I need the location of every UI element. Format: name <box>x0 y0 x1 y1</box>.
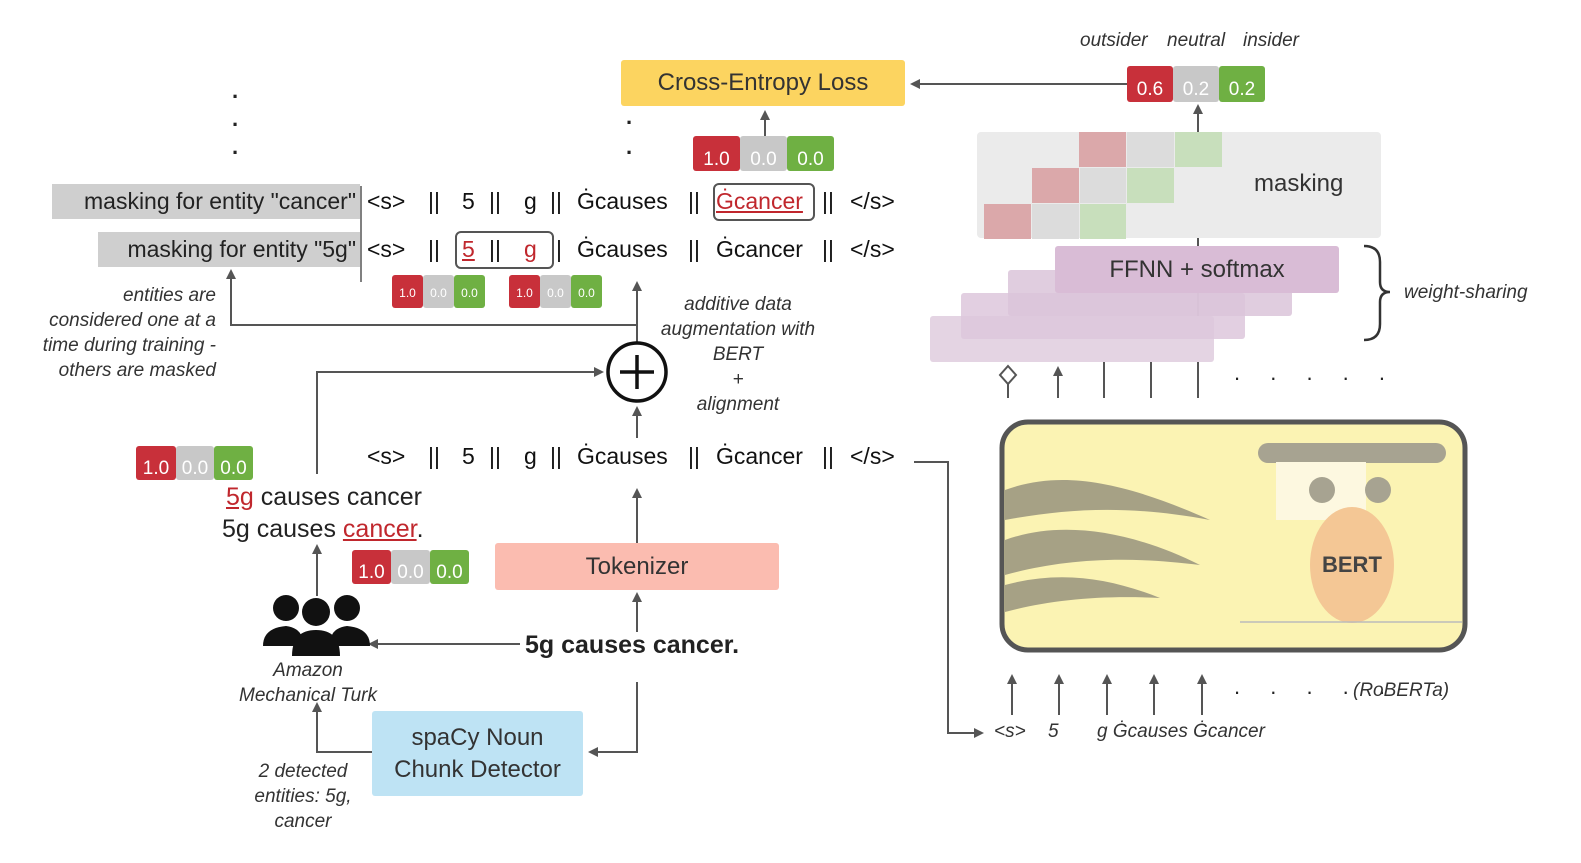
weight-sharing-brace <box>1363 244 1391 342</box>
bert-label: BERT <box>1322 552 1382 577</box>
entities-note: entities are considered one at a time du… <box>42 285 216 381</box>
mask-label-5g: masking for entity "5g" <box>98 232 360 267</box>
annotated-entity-cancer: cancer <box>342 515 417 543</box>
arrow-spacy-to-mturk <box>312 702 372 753</box>
masking-label: masking <box>1254 170 1344 197</box>
annotated-entity-5g: 5g <box>226 483 254 511</box>
pred-scores: 0.6 0.2 0.2 <box>1127 66 1265 102</box>
annot-scores-2: 1.0 0.0 0.0 <box>352 550 469 584</box>
tokenizer-label: Tokenizer <box>585 552 689 580</box>
weight-sharing-label: weight-sharing <box>1404 282 1528 303</box>
small-scores-5: 1.0 0.0 0.0 <box>392 275 485 308</box>
detected-entities-note: 2 detected entities: 5g, cancer <box>254 761 352 832</box>
plus-circle-icon <box>606 341 668 403</box>
diamond-marker <box>998 364 1018 386</box>
highlight-box-5g <box>455 231 554 269</box>
masking-grid <box>984 132 1222 239</box>
annot-scores-1: 1.0 0.0 0.0 <box>136 446 253 480</box>
masked-entity-cancer: Ġcancer <box>716 188 803 214</box>
class-label-neutral: neutral <box>1167 30 1226 51</box>
people-icon <box>263 595 370 656</box>
bert-icon <box>999 419 1468 653</box>
ffnn-softmax-box: FFNN + softmax <box>1055 246 1339 293</box>
cross-entropy-loss-box: Cross-Entropy Loss <box>621 60 905 106</box>
class-label-insider: insider <box>1243 30 1299 51</box>
spacy-label-line1: spaCy Noun <box>411 723 544 751</box>
masked-entity-5: 5 <box>462 236 475 262</box>
annotated-sentence-5g: 5g causes cancer <box>226 483 422 511</box>
arrow-annot-to-plus <box>316 367 604 474</box>
tokenizer-box: Tokenizer <box>495 543 779 590</box>
ellipsis-top: . . . . . <box>1234 360 1398 385</box>
class-label-outsider: outsider <box>1080 30 1148 51</box>
annotated-sentence-cancer: 5g causes cancer. <box>222 515 424 543</box>
ffnn-label: FFNN + softmax <box>1109 255 1285 283</box>
highlight-box-cancer <box>713 183 815 221</box>
input-token-s: <s> <box>994 721 1026 742</box>
input-token-5: 5 <box>1048 721 1059 742</box>
mturk-label: Amazon Mechanical Turk <box>239 660 377 706</box>
small-scores-g: 1.0 0.0 0.0 <box>509 275 602 308</box>
spacy-box: spaCy Noun Chunk Detector <box>372 711 583 796</box>
mask-label-cancer: masking for entity "cancer" <box>52 184 360 219</box>
ellipsis-bottom: . . . . . <box>1234 674 1398 699</box>
target-scores: 1.0 0.0 0.0 <box>693 136 834 171</box>
arrow-tokens-to-bert <box>914 461 984 738</box>
arrow-plus-to-labels <box>226 269 637 326</box>
roberta-label: (RoBERTa) <box>1353 680 1450 701</box>
input-sentence: 5g causes cancer. <box>525 631 740 659</box>
arrow-sentence-to-spacy <box>588 682 638 757</box>
augmentation-note: additive data augmentation with BERT + a… <box>660 294 816 415</box>
input-token-rest: g Ġcauses Ġcancer <box>1097 721 1265 742</box>
spacy-label-line2: Chunk Detector <box>394 755 561 783</box>
masked-entity-g: g <box>524 236 537 262</box>
loss-label: Cross-Entropy Loss <box>657 69 869 96</box>
